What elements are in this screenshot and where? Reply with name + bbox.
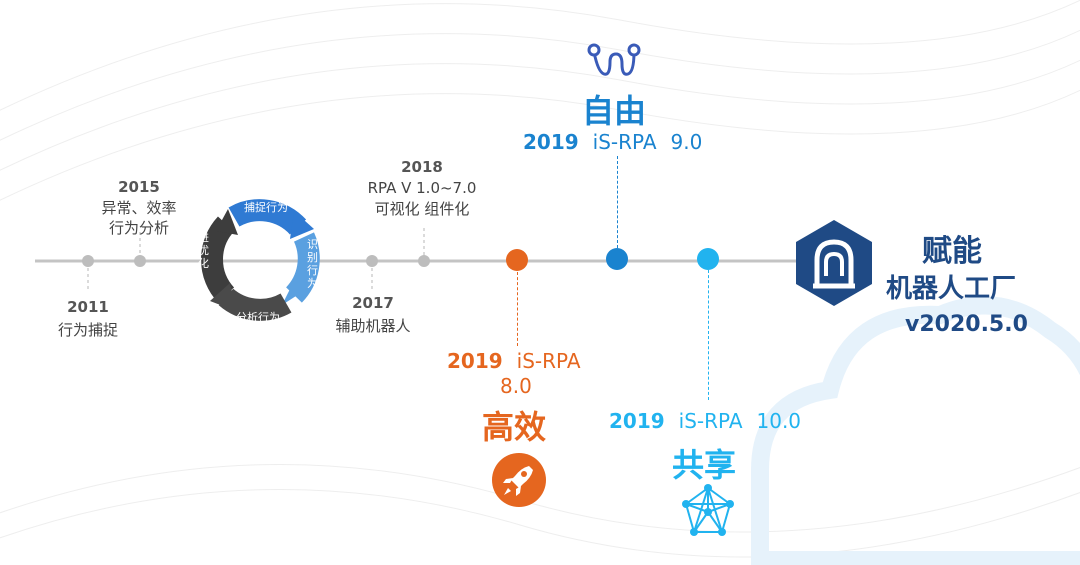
final-subtitle: 机器人工厂: [886, 274, 1017, 304]
release-8-connector: [517, 272, 518, 346]
release-10-connector: [708, 270, 709, 400]
release-10-version: 2019 iS-RPA 10.0: [609, 409, 801, 433]
milestone-2015-label-line1: 异常、效率: [101, 199, 177, 217]
cloud-watermark: [751, 296, 1080, 565]
release-9-title: 自由: [582, 92, 647, 130]
network-icon: [682, 484, 734, 536]
release-9-number: 9.0: [670, 130, 703, 154]
rocket-icon: [492, 453, 546, 507]
release-10-title: 共享: [672, 446, 737, 484]
release-dot-8: [506, 249, 528, 271]
release-9-year: 2019: [523, 130, 579, 154]
milestone-2018-label-line2: 可视化 组件化: [374, 200, 470, 218]
milestone-dot-2017: [366, 255, 378, 267]
milestone-2011-label: 行为捕捉: [57, 321, 118, 339]
release-8-version-line1: 2019 iS-RPA: [447, 349, 581, 373]
milestone-dot-2018: [418, 255, 430, 267]
milestone-dot-2011: [82, 255, 94, 267]
milestone-2017-year: 2017: [352, 294, 394, 312]
milestone-2018-label-line1: RPA V 1.0~7.0: [367, 179, 477, 197]
milestone-2011-year: 2011: [67, 298, 109, 316]
release-9-connector: [617, 156, 618, 248]
milestone-2015-year: 2015: [118, 178, 160, 196]
release-8-version-line2: 8.0: [500, 374, 532, 398]
release-9-name: iS-RPA: [592, 130, 657, 154]
release-dot-10: [697, 248, 719, 270]
behavior-cycle-ring: [201, 199, 320, 321]
cycle-label-top: 捕捉行为: [244, 201, 288, 214]
milestone-dot-2015: [134, 255, 146, 267]
robot-hexagon-icon: [796, 220, 872, 306]
cycle-label-left: 改进优化: [198, 218, 209, 270]
release-8-title: 高效: [482, 408, 547, 446]
path-icon: [587, 43, 641, 76]
release-10-number: 10.0: [756, 409, 802, 433]
release-8-name: iS-RPA: [516, 349, 581, 373]
final-title: 赋能: [922, 234, 982, 269]
cycle-label-bottom: 分析行为: [236, 311, 280, 324]
cycle-label-right: 识别行为: [307, 238, 318, 290]
release-10-name: iS-RPA: [678, 409, 743, 433]
release-9-version: 2019 iS-RPA 9.0: [523, 130, 702, 154]
release-8-year: 2019: [447, 349, 503, 373]
release-dot-9: [606, 248, 628, 270]
milestone-2017-label: 辅助机器人: [335, 317, 411, 335]
milestone-2015-label-line2: 行为分析: [108, 219, 169, 237]
final-version: v2020.5.0: [905, 312, 1028, 337]
milestone-2018-year: 2018: [401, 158, 443, 176]
release-10-year: 2019: [609, 409, 665, 433]
